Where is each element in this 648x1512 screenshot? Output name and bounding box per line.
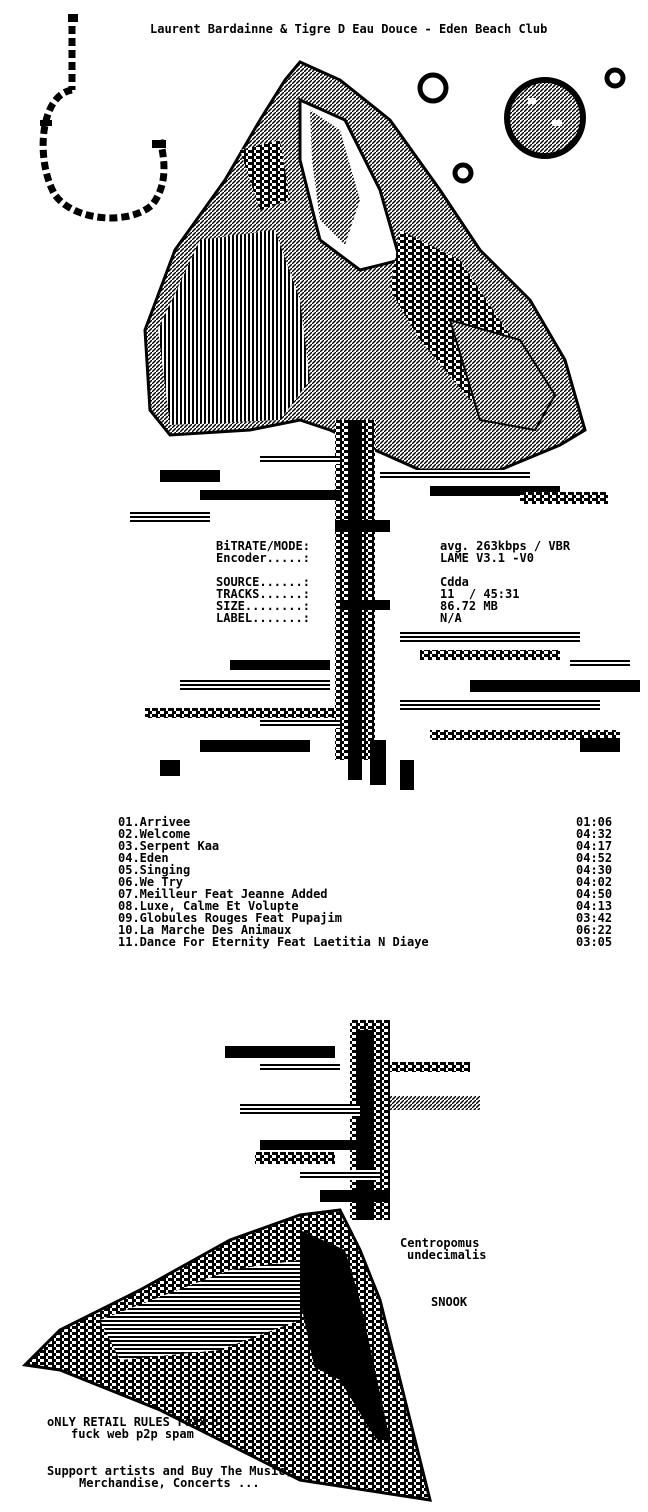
info-value: 86.72 MB <box>440 599 498 613</box>
track-title: 02.Welcome <box>118 827 191 841</box>
track-duration: 03:42 <box>576 911 613 925</box>
track-duration: 04:17 <box>576 839 613 853</box>
track-title: 04.Eden <box>118 851 169 865</box>
footer-support-note: Support artists and Buy The Music, <box>47 1464 293 1478</box>
footer-spam-note: fuck web p2p spam <box>71 1427 194 1441</box>
track-duration: 04:02 <box>576 875 613 889</box>
seaweed-lower-art <box>225 1020 480 1220</box>
release-info: BiTRATE/MODE: avg. 263kbps / VBR Encoder… <box>216 540 636 640</box>
hook-detail <box>40 14 166 148</box>
fish-species-epithet: undecimalis <box>407 1248 487 1262</box>
moon-icon <box>504 77 586 159</box>
info-value: N/A <box>440 611 462 625</box>
track-title: 10.La Marche Des Animaux <box>118 923 292 937</box>
track-title: 09.Globules Rouges Feat Pupajim <box>118 911 342 925</box>
track-row: 05.Singing 04:30 <box>118 864 618 876</box>
track-title: 01.Arrivee <box>118 815 191 829</box>
track-duration: 04:30 <box>576 863 613 877</box>
track-row: 10.La Marche Des Animaux 06:22 <box>118 924 618 936</box>
info-value: Cdda <box>440 575 469 589</box>
info-row-label: LABEL.......: N/A <box>216 612 636 624</box>
info-key: SIZE........: <box>216 599 310 613</box>
seaweed-art <box>130 420 640 790</box>
hook-icon <box>39 14 168 222</box>
info-key: Encoder.....: <box>216 551 310 565</box>
info-key: SOURCE......: <box>216 575 310 589</box>
fish-art <box>21 1208 433 1502</box>
track-title: 06.We Try <box>118 875 184 889</box>
track-row: 01.Arrivee 01:06 <box>118 816 618 828</box>
track-title: 05.Singing <box>118 863 191 877</box>
info-row-size: SIZE........: 86.72 MB <box>216 600 636 612</box>
info-key: LABEL.......: <box>216 611 310 625</box>
track-duration: 04:52 <box>576 851 613 865</box>
track-row: 08.Luxe, Calme Et Volupte 04:13 <box>118 900 618 912</box>
tracklist: 01.Arrivee 01:06 02.Welcome 04:32 03.Ser… <box>118 816 618 956</box>
track-row: 06.We Try 04:02 <box>118 876 618 888</box>
track-duration: 04:50 <box>576 887 613 901</box>
track-title: 08.Luxe, Calme Et Volupte <box>118 899 299 913</box>
release-title: Laurent Bardainne & Tigre D Eau Douce - … <box>150 22 548 36</box>
track-duration: 03:05 <box>576 935 613 949</box>
track-title: 07.Meilleur Feat Jeanne Added <box>118 887 328 901</box>
bubble-icon <box>417 67 626 184</box>
info-value: avg. 263kbps / VBR <box>440 539 571 553</box>
info-row-bitrate: BiTRATE/MODE: avg. 263kbps / VBR <box>216 540 636 552</box>
track-title: 11.Dance For Eternity Feat Laetitia N Di… <box>118 935 429 949</box>
track-title: 03.Serpent Kaa <box>118 839 220 853</box>
track-row: 03.Serpent Kaa 04:17 <box>118 840 618 852</box>
track-row: 11.Dance For Eternity Feat Laetitia N Di… <box>118 936 618 948</box>
track-row: 09.Globules Rouges Feat Pupajim 03:42 <box>118 912 618 924</box>
info-row-encoder: Encoder.....: LAME V3.1 -V0 <box>216 552 636 564</box>
fish-species-genus: Centropomus <box>400 1236 480 1250</box>
track-row: 07.Meilleur Feat Jeanne Added 04:50 <box>118 888 618 900</box>
track-duration: 04:32 <box>576 827 613 841</box>
info-key: BiTRATE/MODE: <box>216 539 310 553</box>
fish-common-name: SNOOK <box>431 1295 468 1309</box>
track-duration: 04:13 <box>576 899 613 913</box>
info-value: LAME V3.1 -V0 <box>440 551 534 565</box>
info-value: 11 / 45:31 <box>440 587 520 601</box>
track-duration: 06:22 <box>576 923 613 937</box>
track-row: 04.Eden 04:52 <box>118 852 618 864</box>
info-row-tracks: TRACKS......: 11 / 45:31 <box>216 588 636 600</box>
info-row-source: SOURCE......: Cdda <box>216 576 636 588</box>
coral-art <box>143 60 587 472</box>
track-duration: 01:06 <box>576 815 613 829</box>
footer-merch-note: Merchandise, Concerts ... <box>79 1476 260 1490</box>
footer-retail-note: oNLY RETAIL RULES roXx ! <box>47 1415 221 1429</box>
info-key: TRACKS......: <box>216 587 310 601</box>
track-row: 02.Welcome 04:32 <box>118 828 618 840</box>
